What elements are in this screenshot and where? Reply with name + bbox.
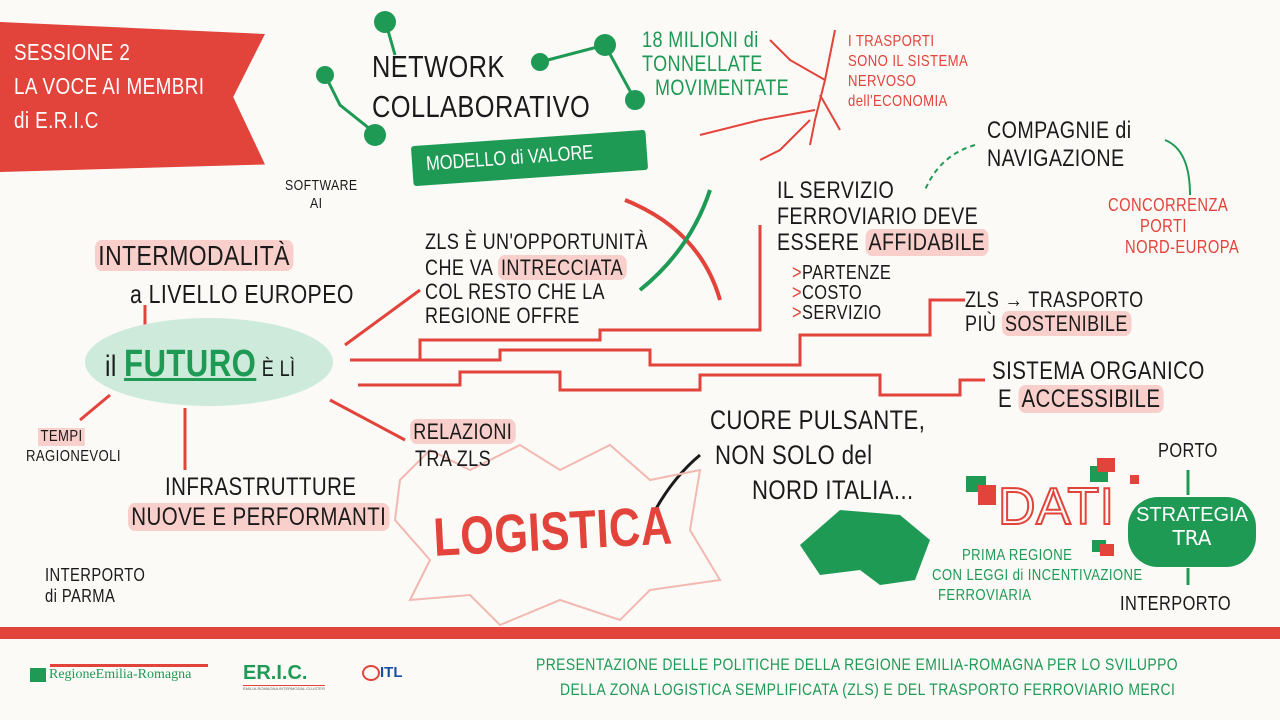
transport-line1: I TRASPORTI	[848, 33, 935, 50]
rail-item-2: >COSTO	[792, 282, 863, 304]
heart-line1: CUORE PULSANTE,	[710, 405, 926, 435]
software-line1: SOFTWARE	[285, 177, 358, 194]
data-line3: FERROVIARIA	[938, 587, 1032, 604]
data-line2: CON LEGGI di INCENTIVAZIONE	[932, 567, 1143, 584]
sustainable-highlight: SOSTENIBILE	[1001, 311, 1132, 336]
sustainable-line2: PIÙ SOSTENIBILE	[965, 311, 1132, 337]
organic-line1: SISTEMA ORGANICO	[992, 357, 1205, 385]
zls-line2: CHE VA INTRECCIATA	[425, 255, 627, 281]
interport-label: INTERPORTO	[1120, 593, 1232, 615]
regione-flag-icon	[30, 668, 46, 682]
logo-itl: ITL	[362, 664, 403, 682]
strategy-line1: STRATEGIA	[1136, 504, 1248, 526]
data-title: DATI	[997, 477, 1115, 537]
future-highlight: FUTURO	[124, 343, 257, 385]
sustainable-line1: ZLS → TRASPORTO	[965, 287, 1144, 312]
footer-line1: PRESENTAZIONE DELLE POLITICHE DELLA REGI…	[536, 655, 1179, 674]
rail-item-3: >SERVIZIO	[792, 302, 882, 324]
heart-line2: NON SOLO del	[715, 440, 873, 470]
shipping-line1: COMPAGNIE di	[987, 117, 1132, 144]
rail-line1: IL SERVIZIO	[777, 177, 895, 204]
zls-line4: REGIONE OFFRE	[425, 303, 580, 328]
zls-line3: COL RESTO CHE LA	[425, 279, 606, 304]
data-squares-icon	[966, 458, 1139, 556]
relations-line1: RELAZIONI	[410, 419, 516, 445]
parma-line2: di PARMA	[45, 586, 116, 606]
tonnage-line1: 18 MILIONI di	[642, 27, 759, 52]
transport-line4: dell'ECONOMIA	[848, 93, 948, 110]
logistics-title: LOGISTICA	[432, 495, 674, 568]
competition-line3: NORD-EUROPA	[1125, 237, 1240, 257]
session-subtitle: di E.R.I.C	[14, 107, 99, 133]
accessible-highlight: ACCESSIBILE	[1018, 385, 1164, 413]
footer-divider	[0, 627, 1280, 639]
transport-line3: NERVOSO	[848, 73, 917, 90]
shipping-line2: NAVIGAZIONE	[987, 145, 1125, 172]
strategy-badge: STRATEGIA TRA	[1128, 497, 1256, 567]
value-model-label: MODELLO di VALORE	[425, 141, 594, 176]
zls-line1: ZLS È UN'OPPORTUNITÀ	[425, 229, 648, 254]
footer-line2: DELLA ZONA LOGISTICA SEMPLIFICATA (ZLS) …	[560, 680, 1176, 699]
logo-regione-emilia-romagna: RegioneEmilia-Romagna	[30, 664, 208, 683]
software-line2: AI	[310, 195, 323, 212]
future-blob	[85, 318, 333, 406]
organic-line2: E ACCESSIBILE	[998, 385, 1164, 413]
zls-highlight: INTRECCIATA	[497, 255, 627, 280]
network-subtitle: COLLABORATIVO	[372, 89, 591, 124]
intermodality-title: INTERMODALITÀ	[95, 240, 294, 271]
transport-line2: SONO IL SISTEMA	[848, 53, 969, 70]
times-line1: TEMPI	[38, 428, 86, 446]
heart-line3: NORD ITALIA...	[752, 475, 914, 505]
intermodality-subtitle: a LIVELLO EUROPEO	[130, 279, 354, 309]
strategy-line2: TRA	[1172, 526, 1212, 550]
port-label: PORTO	[1158, 440, 1218, 462]
relations-line2: TRA ZLS	[415, 446, 492, 471]
tonnage-line2: TONNELLATE	[642, 51, 763, 76]
network-title: NETWORK	[372, 49, 505, 84]
data-line1: PRIMA REGIONE	[962, 547, 1073, 564]
session-number: SESSIONE 2	[14, 39, 131, 65]
rail-item-1: >PARTENZE	[792, 262, 892, 284]
infrastructure-line1: INFRASTRUTTURE	[165, 473, 357, 501]
intermodality-highlight: INTERMODALITÀ	[95, 240, 294, 271]
session-title: LA VOCE AI MEMBRI	[14, 73, 205, 99]
infrastructure-line2: NUOVE E PERFORMANTI	[128, 503, 390, 531]
session-banner: SESSIONE 2 LA VOCE AI MEMBRI di E.R.I.C	[0, 22, 265, 172]
region-mascot-icon	[800, 510, 930, 585]
competition-line2: PORTI	[1140, 216, 1187, 236]
rail-line3: ESSERE AFFIDABILE	[777, 229, 989, 257]
reliable-highlight: AFFIDABILE	[865, 229, 989, 256]
competition-line1: CONCORRENZA	[1108, 195, 1229, 215]
parma-line1: INTERPORTO	[45, 565, 146, 585]
times-line2: RAGIONEVOLI	[26, 448, 121, 465]
rail-line2: FERROVIARIO DEVE	[777, 203, 979, 230]
future-label: il FUTURO È LÌ	[105, 343, 296, 385]
logo-eric: ER.I.C. EMILIA-ROMAGNA INTERMODAL CLUSTE…	[243, 662, 325, 691]
nerve-tree-icon	[699, 29, 841, 161]
tonnage-line3: MOVIMENTATE	[655, 75, 790, 100]
railway-track-icon	[624, 189, 722, 301]
